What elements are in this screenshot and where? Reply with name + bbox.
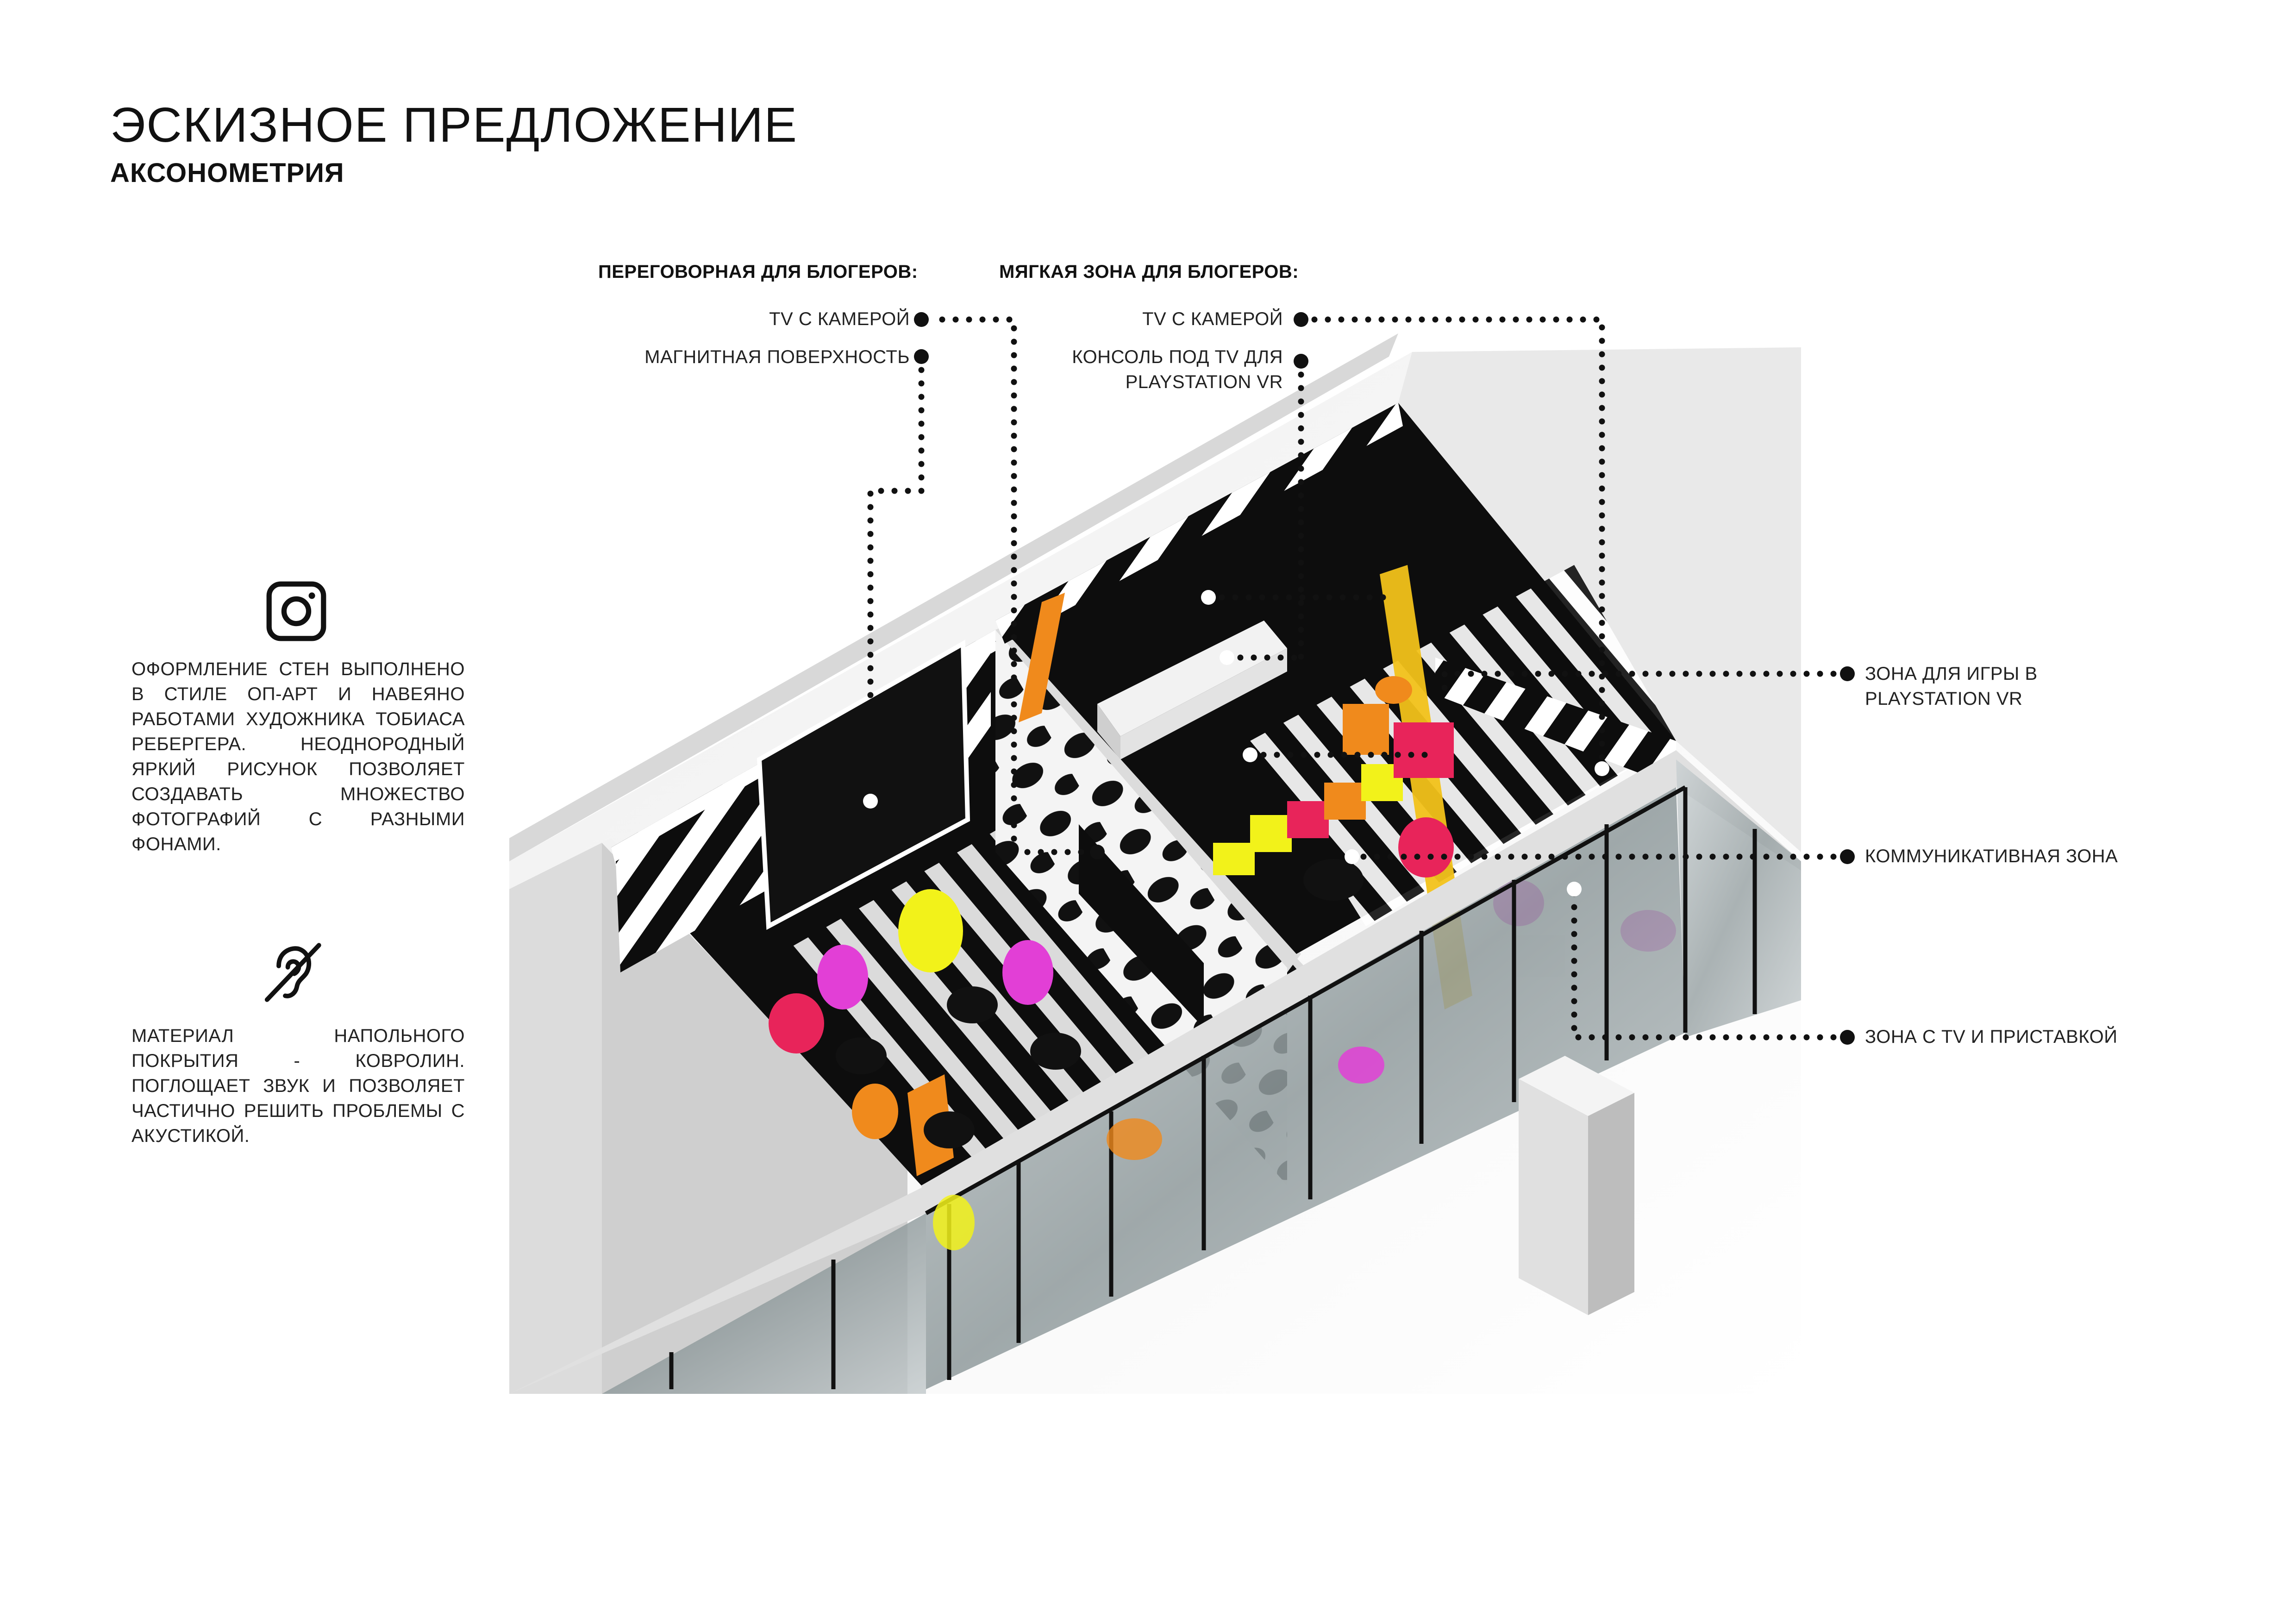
magnetic-surface-label: МАГНИТНАЯ ПОВЕРХНОСТЬ — [644, 347, 910, 367]
page-title: ЭСКИЗНОЕ ПРЕДЛОЖЕНИЕ — [110, 98, 798, 152]
instagram-icon — [264, 579, 329, 646]
glass-facade — [509, 750, 1801, 1394]
tv-console-zone-label: ЗОНА С TV И ПРИСТАВКОЙ — [1865, 1027, 2118, 1047]
vr-zone-label: ЗОНА ДЛЯ ИГРЫ В PLAYSTATION VR — [1865, 664, 2038, 709]
page-subtitle: АКСОНОМЕТРИЯ — [110, 158, 344, 188]
meeting-furniture — [769, 889, 1081, 1148]
soft-zone-heading: МЯГКАЯ ЗОНА ДЛЯ БЛОГЕРОВ: — [999, 262, 1299, 282]
meeting-tv-label: TV С КАМЕРОЙ — [769, 309, 910, 329]
column — [1519, 1056, 1634, 1315]
soft-zone — [995, 403, 1676, 1010]
leader-lines — [867, 316, 1837, 1041]
hearing-disabled-icon — [259, 940, 324, 1007]
console-label: КОНСОЛЬ ПОД TV ДЛЯ PLAYSTATION VR — [1072, 347, 1283, 392]
wall-design-description: ОФОРМЛЕНИЕ СТЕН ВЫПОЛНЕНО В СТИЛЕ ОП-АРТ… — [131, 659, 465, 854]
leader-dots — [914, 312, 1855, 1045]
meeting-room-heading: ПЕРЕГОВОРНАЯ ДЛЯ БЛОГЕРОВ: — [598, 262, 918, 282]
target-dots — [863, 590, 1609, 897]
sofa — [1213, 676, 1454, 875]
communicative-zone-label: КОММУНИКАТИВНАЯ ЗОНА — [1865, 846, 2118, 866]
floor-material-description: МАТЕРИАЛ НАПОЛЬНОГО ПОКРЫТИЯ - КОВРОЛИН.… — [131, 1026, 465, 1146]
soft-tv-label: TV С КАМЕРОЙ — [1142, 309, 1283, 329]
